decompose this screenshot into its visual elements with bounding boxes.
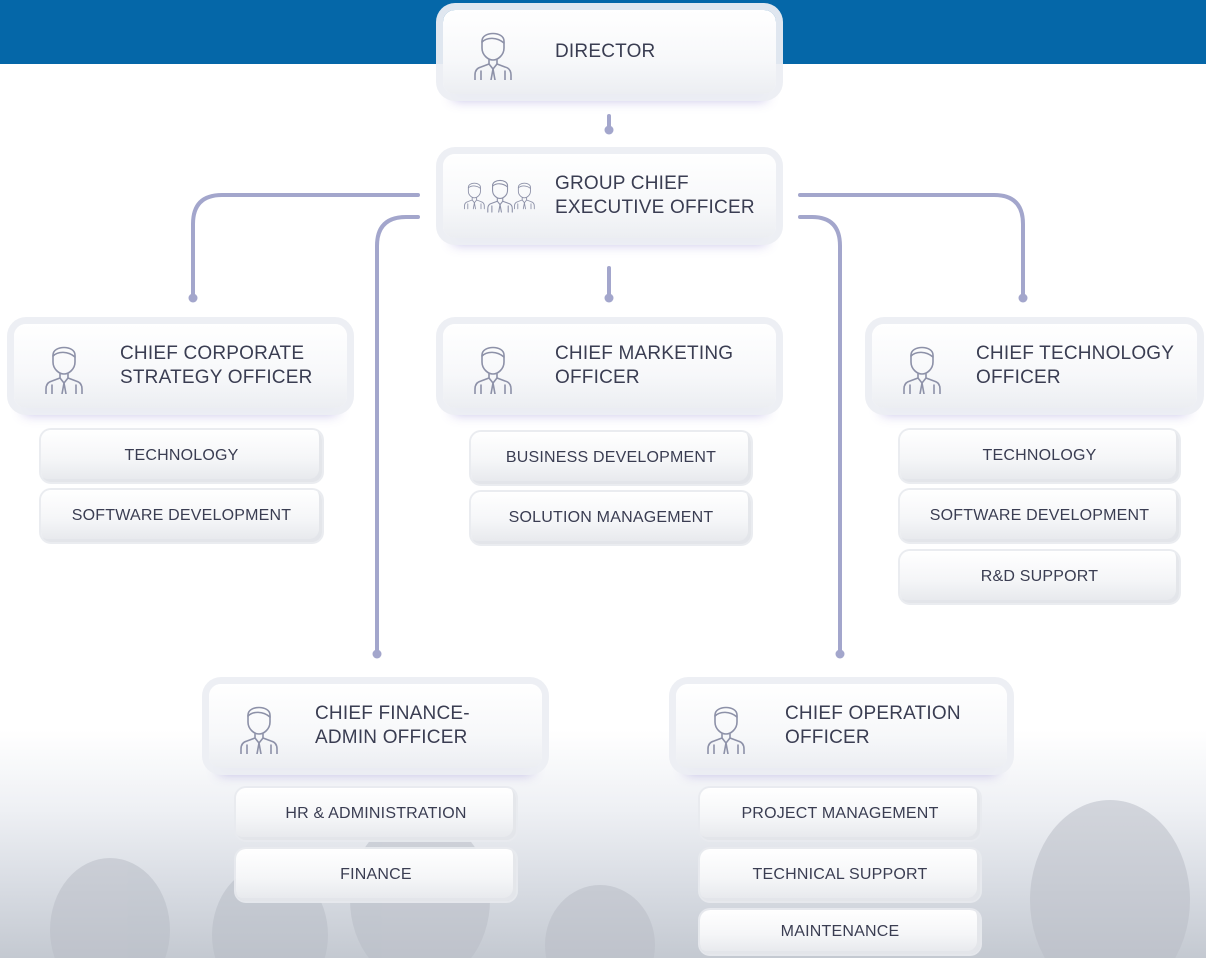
unit-business-development[interactable]: BUSINESS DEVELOPMENT [471,432,751,484]
person-icon [474,346,512,394]
officer-card-marketing[interactable]: CHIEF MARKETING OFFICER [443,324,776,408]
unit-maintenance[interactable]: MAINTENANCE [700,910,980,954]
officer-card-corporate-strategy[interactable]: CHIEF CORPORATE STRATEGY OFFICER [14,324,347,408]
group-icon [464,179,535,213]
officer-card-operation[interactable]: CHIEF OPERATION OFFICER [676,684,1007,768]
unit-technology[interactable]: TECHNOLOGY [900,430,1179,482]
officer-title: CHIEF MARKETING OFFICER [555,343,734,388]
director-card[interactable]: DIRECTOR [443,10,776,94]
unit-technical-support[interactable]: TECHNICAL SUPPORT [700,849,980,901]
unit-rd-support[interactable]: R&D SUPPORT [900,551,1179,603]
officer-title: CHIEF FINANCE- ADMIN OFFICER [315,703,470,748]
officer-title: CHIEF CORPORATE STRATEGY OFFICER [120,343,313,388]
officer-card-finance-admin[interactable]: CHIEF FINANCE- ADMIN OFFICER [209,684,542,768]
unit-finance[interactable]: FINANCE [236,849,516,901]
unit-software-development[interactable]: SOFTWARE DEVELOPMENT [900,490,1179,542]
ceo-title: GROUP CHIEF EXECUTIVE OFFICER [555,173,755,218]
person-icon [474,32,512,80]
unit-project-management[interactable]: PROJECT MANAGEMENT [700,788,980,840]
person-icon [707,706,745,754]
unit-hr-administration[interactable]: HR & ADMINISTRATION [236,788,516,840]
officer-title: CHIEF OPERATION OFFICER [785,703,961,748]
officer-title: CHIEF TECHNOLOGY OFFICER [976,343,1175,388]
ceo-card[interactable]: GROUP CHIEF EXECUTIVE OFFICER [443,154,776,238]
unit-software-development[interactable]: SOFTWARE DEVELOPMENT [41,490,322,542]
person-icon [45,346,83,394]
officer-card-technology[interactable]: CHIEF TECHNOLOGY OFFICER [872,324,1197,408]
unit-solution-management[interactable]: SOLUTION MANAGEMENT [471,492,751,544]
person-icon [240,706,278,754]
unit-technology[interactable]: TECHNOLOGY [41,430,322,482]
person-icon [903,346,941,394]
director-title: DIRECTOR [555,41,656,62]
